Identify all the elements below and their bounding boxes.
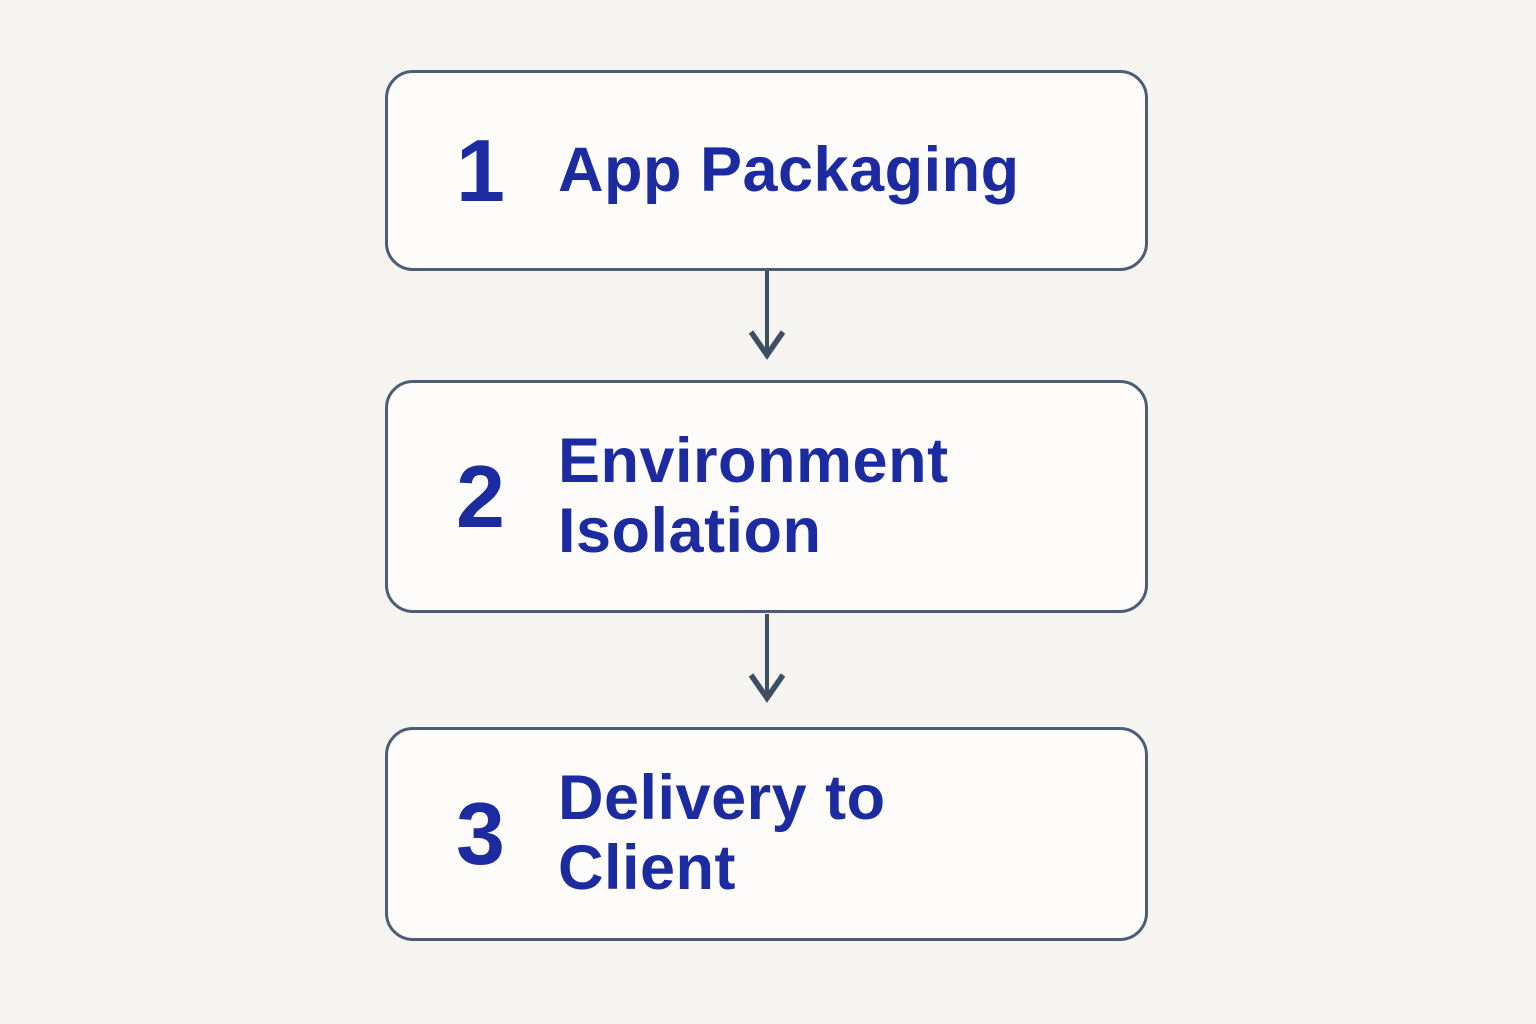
- step-label: Delivery to Client: [558, 763, 886, 903]
- step-label: App Packaging: [558, 134, 1020, 205]
- step-number: 2: [456, 446, 505, 546]
- step-number: 1: [456, 120, 505, 220]
- step-number: 3: [456, 784, 505, 883]
- step-box-app-packaging: 1 App Packaging: [385, 70, 1148, 271]
- step-box-delivery-to-client: 3 Delivery to Client: [385, 727, 1148, 941]
- arrow-down-icon: [748, 614, 786, 703]
- arrow-down-icon: [748, 271, 786, 360]
- step-label: Environment Isolation: [558, 425, 949, 566]
- step-box-environment-isolation: 2 Environment Isolation: [385, 380, 1148, 613]
